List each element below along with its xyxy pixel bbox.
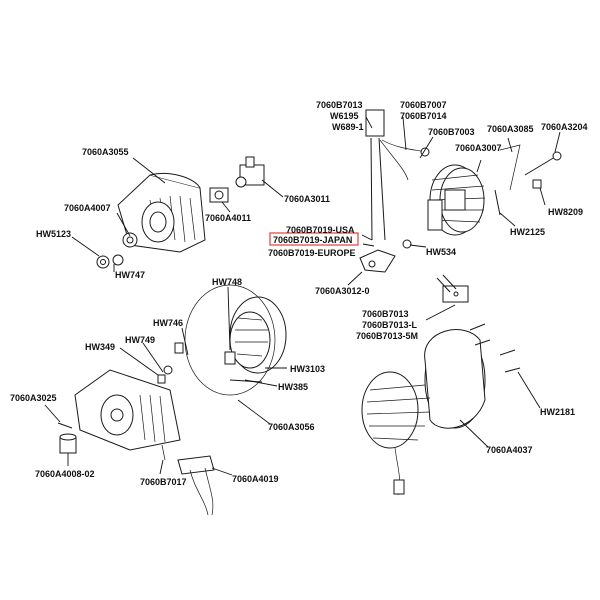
label-7060B7013-top: 7060B7013 [316,100,363,110]
label-7060B7019-USA: 7060B7019-USA [286,225,355,235]
upper-left-housing-art [96,156,265,269]
label-7060A3204: 7060A3204 [541,122,588,132]
label-7060A3056: 7060A3056 [268,422,315,432]
label-7060A4007: 7060A4007 [64,203,111,213]
label-7060A3011: 7060A3011 [284,194,330,204]
label-7060A3025: 7060A3025 [10,393,57,403]
label-HW3103: HW3103 [290,364,325,374]
leader-lines [44,116,561,476]
label-7060A4037: 7060A4037 [486,445,533,455]
label-7060A3007: 7060A3007 [455,143,502,153]
label-7060B7014: 7060B7014 [400,111,447,121]
label-7060A4011: 7060A4011 [205,213,251,223]
label-7060B7017: 7060B7017 [140,477,187,487]
label-HW2125: HW2125 [510,227,545,237]
label-7060B7007: 7060B7007 [400,100,447,110]
label-7060B7019-JAPAN: 7060B7019-JAPAN [273,235,352,245]
label-7060B7013-5M: 7060B7013-5M [356,331,418,341]
lower-right-lamphead-art [361,323,521,496]
highlight-box [269,232,359,246]
label-7060A3012-0: 7060A3012-0 [315,286,370,296]
label-7060A4008-02: 7060A4008-02 [35,469,95,479]
label-7060A3055: 7060A3055 [82,147,129,157]
label-7060B7003: 7060B7003 [428,127,475,137]
label-7060B7013-L: 7060B7013-L [362,320,418,330]
label-HW534: HW534 [426,247,456,257]
lower-left-housing-art [57,284,287,516]
label-HW8209: HW8209 [548,207,583,217]
cable-assembly-art [359,109,430,273]
upper-right-lamphead-art [427,144,562,236]
label-HW5123: HW5123 [36,229,71,239]
label-W6195: W6195 [330,111,359,121]
label-HW385: HW385 [278,382,308,392]
label-HW746: HW746 [153,318,183,328]
label-HW349: HW349 [85,342,115,352]
label-7060B7013-mid: 7060B7013 [362,309,409,319]
label-HW749: HW749 [125,335,155,345]
adapter-plug-art [436,274,469,303]
part-labels: 7060B7013 W6195 W689-1 7060B7007 7060B70… [10,100,588,487]
label-7060A4019: 7060A4019 [232,474,279,484]
label-7060B7019-EUROPE: 7060B7019-EUROPE [268,248,356,258]
label-7060A3085: 7060A3085 [487,124,534,134]
label-W689-1: W689-1 [332,122,364,132]
label-HW747: HW747 [115,270,145,280]
label-HW748: HW748 [212,277,242,287]
label-HW2181: HW2181 [540,407,575,417]
